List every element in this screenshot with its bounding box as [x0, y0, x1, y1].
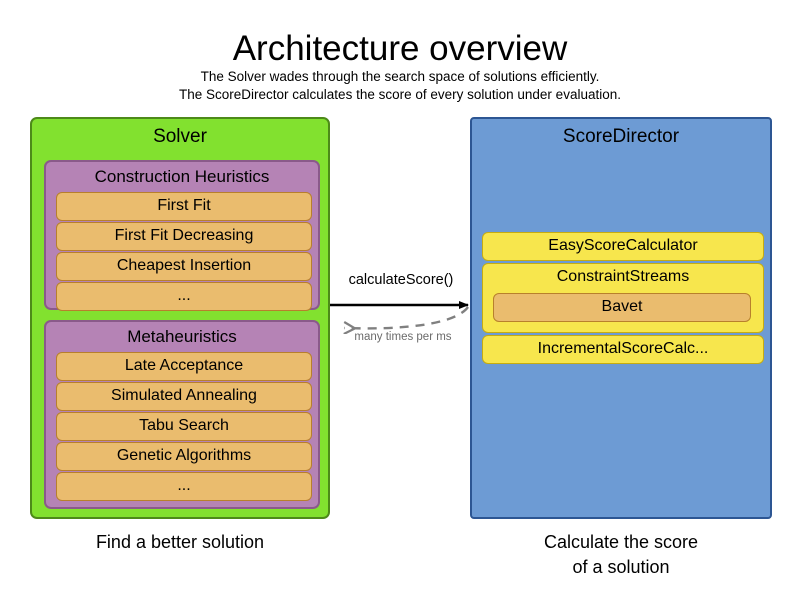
easy-score-calculator-box[interactable]: EasyScoreCalculator — [482, 232, 764, 261]
solver-panel: Solver Construction Heuristics First Fit… — [30, 117, 330, 519]
solver-caption: Find a better solution — [95, 532, 265, 552]
score-director-caption: Calculate the score of a solution — [470, 530, 772, 580]
list-item[interactable]: ... — [56, 282, 312, 311]
score-director-panel: ScoreDirector EasyScoreCalculator Constr… — [470, 117, 772, 519]
page-subtitle: The Solver wades through the search spac… — [0, 68, 800, 104]
incremental-score-calculator-label: IncrementalScoreCalc... — [537, 340, 709, 357]
many-times-per-ms-arrow — [344, 306, 469, 328]
score-director-caption-line-2: of a solution — [572, 557, 670, 577]
subtitle-line-2: The ScoreDirector calculates the score o… — [179, 87, 621, 102]
list-item[interactable]: Tabu Search — [56, 412, 312, 441]
page-title: Architecture overview — [232, 29, 568, 68]
bavet-box[interactable]: Bavet — [493, 293, 751, 322]
incremental-score-calculator-box[interactable]: IncrementalScoreCalc... — [482, 335, 764, 364]
score-director-caption-line-1: Calculate the score — [543, 532, 699, 552]
easy-score-calculator-label: EasyScoreCalculator — [548, 237, 698, 254]
calculate-score-arrow-label: calculateScore() — [348, 272, 454, 288]
construction-heuristics-group: Construction Heuristics First Fit First … — [44, 160, 320, 311]
list-item[interactable]: First Fit — [56, 192, 312, 221]
construction-heuristics-title: Construction Heuristics — [94, 167, 270, 186]
constraint-streams-label: ConstraintStreams — [556, 268, 690, 285]
list-item[interactable]: Genetic Algorithms — [56, 442, 312, 471]
metaheuristics-title: Metaheuristics — [127, 327, 237, 346]
subtitle-line-1: The Solver wades through the search spac… — [200, 69, 600, 84]
list-item[interactable]: Simulated Annealing — [56, 382, 312, 411]
solver-panel-title: Solver — [153, 126, 207, 147]
list-item[interactable]: First Fit Decreasing — [56, 222, 312, 251]
constraint-streams-box[interactable]: ConstraintStreams Bavet — [482, 263, 764, 333]
score-director-panel-title: ScoreDirector — [562, 126, 680, 147]
many-times-per-ms-arrow-label: many times per ms — [354, 331, 452, 343]
list-item[interactable]: Late Acceptance — [56, 352, 312, 381]
list-item[interactable]: ... — [56, 472, 312, 501]
list-item[interactable]: Cheapest Insertion — [56, 252, 312, 281]
metaheuristics-group: Metaheuristics Late Acceptance Simulated… — [44, 320, 320, 509]
